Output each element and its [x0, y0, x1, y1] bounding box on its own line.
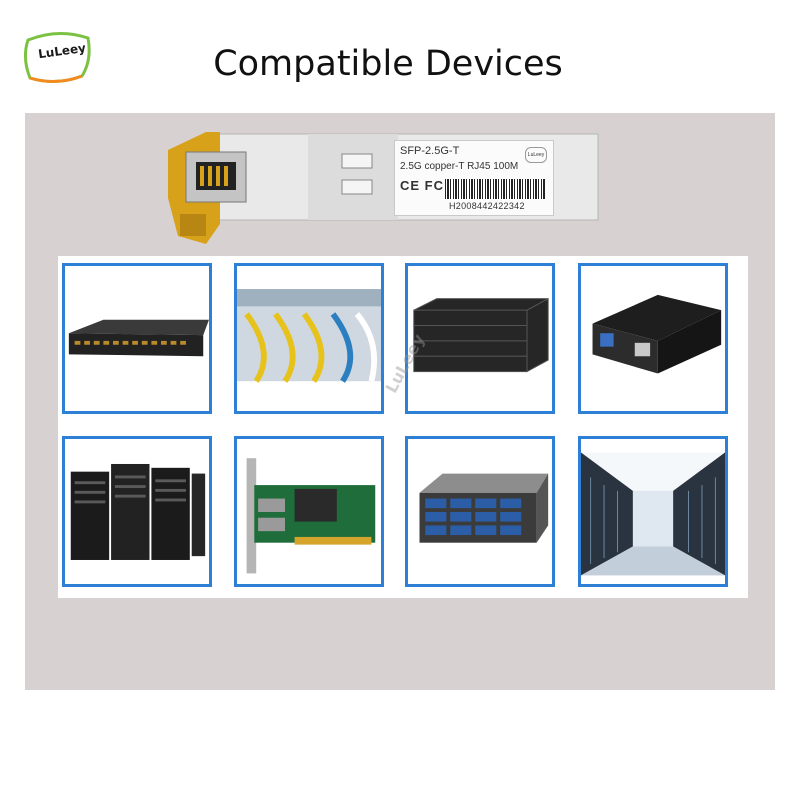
product-label: SFP-2.5G-T 2.5G copper-T RJ45 100M CE FC…: [394, 140, 554, 216]
device-tile-storage-server: [405, 436, 555, 587]
converter-image-icon: [592, 294, 722, 374]
label-model: SFP-2.5G-T: [400, 145, 460, 157]
router-image-icon: [413, 297, 549, 373]
device-tile-media-converter: [578, 263, 728, 414]
device-tile-server-racks: [62, 436, 212, 587]
label-certifications: CE FC: [400, 178, 444, 193]
label-brand: LuLeey: [525, 147, 547, 163]
page-title: Compatible Devices: [213, 44, 563, 84]
barcode-icon: [445, 179, 545, 199]
device-tile-data-center: [578, 436, 728, 587]
cables-image-icon: [237, 289, 381, 383]
nic-image-icon: [246, 458, 376, 574]
rack-image-icon: [70, 463, 206, 560]
device-tile-network-switch: [62, 263, 212, 414]
device-tile-network-interface-card: [234, 436, 384, 587]
datacenter-image-icon: [581, 452, 725, 576]
storage-image-icon: [419, 473, 549, 543]
label-spec: 2.5G copper-T RJ45 100M: [400, 161, 519, 172]
device-tile-rack-router-stack: [405, 263, 555, 414]
label-serial: H2008442422342: [449, 201, 525, 211]
switch-image-icon: [68, 319, 209, 357]
logo-badge-icon: [23, 32, 91, 83]
brand-logo: LuLeey: [22, 30, 94, 86]
device-tile-fiber-patch-cables: [234, 263, 384, 414]
